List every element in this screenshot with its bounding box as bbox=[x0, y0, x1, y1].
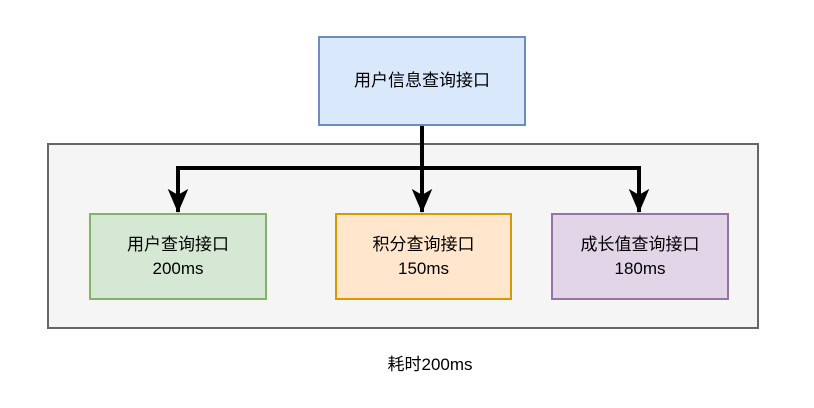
node-latency: 150ms bbox=[397, 258, 450, 278]
node-label: 用户信息查询接口 bbox=[354, 71, 490, 90]
node-label: 积分查询接口 bbox=[372, 234, 475, 254]
node-growth-value-query-api: 成长值查询接口 180ms bbox=[551, 213, 729, 300]
node-label: 成长值查询接口 bbox=[580, 234, 700, 254]
node-user-query-api: 用户查询接口 200ms bbox=[89, 213, 267, 300]
node-points-query-api: 积分查询接口 150ms bbox=[335, 213, 512, 300]
node-label: 用户查询接口 bbox=[127, 234, 229, 254]
node-latency: 200ms bbox=[152, 258, 204, 278]
node-user-info-query-api: 用户信息查询接口 bbox=[318, 36, 526, 126]
total-latency-label: 耗时200ms bbox=[387, 355, 473, 374]
node-latency: 180ms bbox=[614, 258, 666, 278]
